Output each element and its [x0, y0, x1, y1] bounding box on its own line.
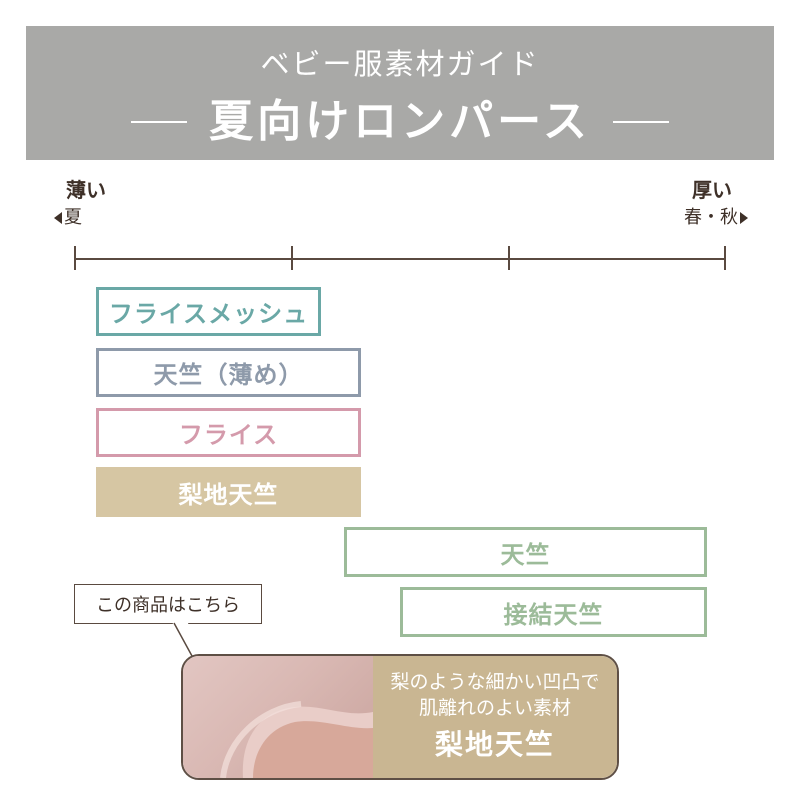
page-title: 夏向けロンパース	[209, 96, 591, 147]
callout-text: この商品はこちら	[96, 595, 240, 616]
thin-label: 薄い	[66, 178, 106, 202]
description-line-2: 肌離れのよい素材	[418, 697, 571, 719]
fabric-label: 梨地天竺	[178, 480, 279, 509]
axis-tick	[724, 246, 726, 270]
fabric-name: 梨地天竺	[434, 728, 555, 761]
thick-season: 春・秋	[684, 207, 748, 229]
thick-label: 厚い	[692, 178, 732, 202]
thin-season: 夏	[54, 207, 82, 229]
title-dash-right	[612, 121, 669, 123]
fabric-label: 天竺	[500, 540, 551, 569]
product-card[interactable]: 梨のような細かい凹凸で 肌離れのよい素材 梨地天竺	[181, 654, 619, 780]
product-callout: この商品はこちら	[74, 584, 262, 624]
thickness-axis	[74, 258, 726, 260]
callout-pointer-icon	[172, 622, 193, 657]
axis-tick	[74, 246, 76, 270]
title-dash-left	[131, 121, 188, 123]
fabric-bar-tenjiku-thin: 天竺（薄め）	[96, 348, 361, 397]
thin-season-label: 夏	[64, 207, 82, 228]
fabric-fold-image	[220, 701, 373, 778]
fabric-label: 天竺（薄め）	[153, 361, 304, 389]
guide-subtitle: ベビー服素材ガイド	[260, 47, 540, 81]
fabric-photo	[183, 656, 373, 778]
fabric-description: 梨のような細かい凹凸で 肌離れのよい素材 梨地天竺	[373, 656, 617, 778]
fabric-bar-fraise-mesh: フライスメッシュ	[96, 287, 321, 336]
header-banner: ベビー服素材ガイド 夏向けロンパース	[26, 26, 774, 160]
axis-tick	[508, 246, 510, 270]
thick-season-label: 春・秋	[684, 207, 738, 228]
axis-tick	[291, 246, 293, 270]
arrow-left-icon	[54, 212, 62, 224]
arrow-right-icon	[740, 212, 748, 224]
title-row: 夏向けロンパース	[26, 94, 774, 150]
fabric-bar-setsuketsu-tenjiku: 接結天竺	[400, 587, 707, 637]
fabric-label: 接結天竺	[503, 600, 604, 629]
fabric-bar-tenjiku: 天竺	[344, 527, 707, 577]
fabric-label: フライスメッシュ	[108, 300, 309, 328]
fabric-bar-fraise: フライス	[96, 408, 361, 457]
description-line-1: 梨のような細かい凹凸で	[390, 671, 600, 693]
fabric-bar-nashiji-tenjiku: 梨地天竺	[96, 467, 361, 517]
fabric-label: フライス	[178, 421, 279, 449]
